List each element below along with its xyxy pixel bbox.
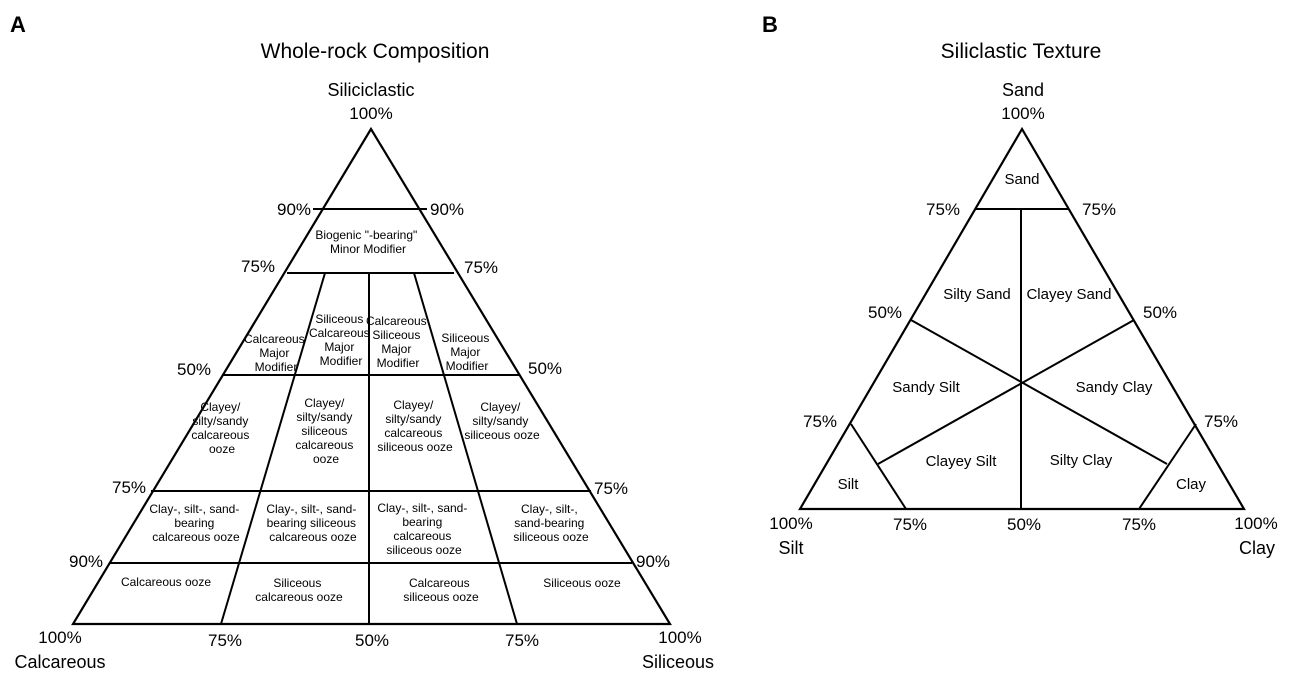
panel-a-letter: A [10,12,26,37]
panel-b-clay-cutoff [1138,423,1197,510]
panel-b-letter: B [762,12,778,37]
panel-b-diagonal-right [877,319,1135,465]
region-clayey-sand: Clayey Sand [1026,286,1111,303]
panel-a-left-pct-90: 90% [277,200,311,219]
region-ooze-siliceous-calcareous: Clayey/ silty/sandy siliceous calcareous… [295,396,356,466]
panel-b-left-pct-50: 50% [868,303,902,322]
panel-a-left-pct-90-low: 90% [69,552,103,571]
panel-b-right-corner-pct: 100% [1234,514,1277,533]
region-siliceous-calcareous-ooze: Siliceous calcareous ooze [255,576,343,604]
panel-a-base-pct-75-right: 75% [505,631,539,650]
region-sandy-silt: Sandy Silt [892,379,960,396]
panel-a: A Whole-rock Composition Siliciclastic 1… [10,12,714,672]
region-silty-clay: Silty Clay [1050,452,1113,469]
panel-a-base-pct-75-left: 75% [208,631,242,650]
panel-b-silt-cutoff [850,423,907,510]
panel-b-left-corner-label: Silt [778,538,803,558]
region-silt: Silt [838,476,860,493]
panel-b-apex-pct: 100% [1001,104,1044,123]
panel-b-base-pct-50: 50% [1007,515,1041,534]
panel-a-left-pct-50: 50% [177,360,211,379]
panel-a-left-pct-75-low: 75% [112,478,146,497]
panel-b-left-corner-pct: 100% [769,514,812,533]
region-ooze-calcareous: Clayey/ silty/sandy calcareous ooze [191,400,252,456]
panel-b-base-pct-75-right: 75% [1122,515,1156,534]
region-calcareous-major: Calcareous Major Modifier [244,332,308,374]
region-calcareous-siliceous-major: Calcareous Siliceous Major Modifier [366,314,430,370]
region-minor-modifier: Biogenic "-bearing" Minor Modifier [315,228,420,256]
region-sand: Sand [1004,171,1039,188]
panel-a-right-pct-50: 50% [528,359,562,378]
panel-a-divider-right [413,272,518,625]
region-calcareous-ooze: Calcareous ooze [121,575,211,589]
panel-a-left-corner-pct: 100% [38,628,81,647]
region-bearing-siliceous-calcareous: Clay-, silt-, sand- bearing siliceous ca… [266,502,359,544]
region-ooze-siliceous: Clayey/ silty/sandy siliceous ooze [464,400,540,442]
region-siliceous-major: Siliceous Major Modifier [441,331,492,373]
panel-a-right-corner-label: Siliceous [642,652,714,672]
panel-b-diagonal-left [910,319,1168,465]
region-clay: Clay [1176,476,1207,493]
region-bearing-calcareous: Clay-, silt-, sand- bearing calcareous o… [149,502,242,544]
panel-a-right-pct-90: 90% [430,200,464,219]
panel-b-left-pct-75-low: 75% [803,412,837,431]
panel-a-divider-left [220,272,326,625]
panel-b-base-pct-75-left: 75% [893,515,927,534]
panel-a-right-corner-pct: 100% [658,628,701,647]
region-siliceous-calcareous-major: Siliceous Calcareous Major Modifier [309,312,373,368]
panel-a-right-pct-90-low: 90% [636,552,670,571]
panel-b-title: Siliclastic Texture [941,40,1102,63]
region-silty-sand: Silty Sand [943,286,1011,303]
region-ooze-calcareous-siliceous: Clayey/ silty/sandy calcareous siliceous… [377,398,453,454]
panel-a-apex-label: Siliciclastic [327,80,414,100]
region-siliceous-ooze: Siliceous ooze [543,576,621,590]
panel-a-title: Whole-rock Composition [261,40,490,63]
panel-b-right-pct-75-low: 75% [1204,412,1238,431]
region-calcareous-siliceous-ooze: Calcareous siliceous ooze [403,576,479,604]
panel-a-apex-pct: 100% [349,104,392,123]
panel-b-right-pct-50: 50% [1143,303,1177,322]
region-bearing-siliceous: Clay-, silt-, sand-bearing siliceous ooz… [513,502,589,544]
panel-b-right-corner-label: Clay [1239,538,1275,558]
region-sandy-clay: Sandy Clay [1076,379,1153,396]
panel-a-triangle [71,126,672,626]
panel-b-apex-label: Sand [1002,80,1044,100]
panel-b-right-pct-75: 75% [1082,200,1116,219]
panel-b: B Siliclastic Texture Sand 100% 75% 75% … [762,12,1278,558]
region-bearing-calcareous-siliceous: Clay-, silt-, sand- bearing calcareous s… [377,501,470,557]
panel-b-left-pct-75: 75% [926,200,960,219]
panel-a-base-pct-50: 50% [355,631,389,650]
region-clayey-silt: Clayey Silt [926,453,998,470]
panel-a-right-pct-75-low: 75% [594,479,628,498]
panel-a-left-pct-75: 75% [241,257,275,276]
panel-a-right-pct-75: 75% [464,258,498,277]
panel-a-left-corner-label: Calcareous [14,652,105,672]
